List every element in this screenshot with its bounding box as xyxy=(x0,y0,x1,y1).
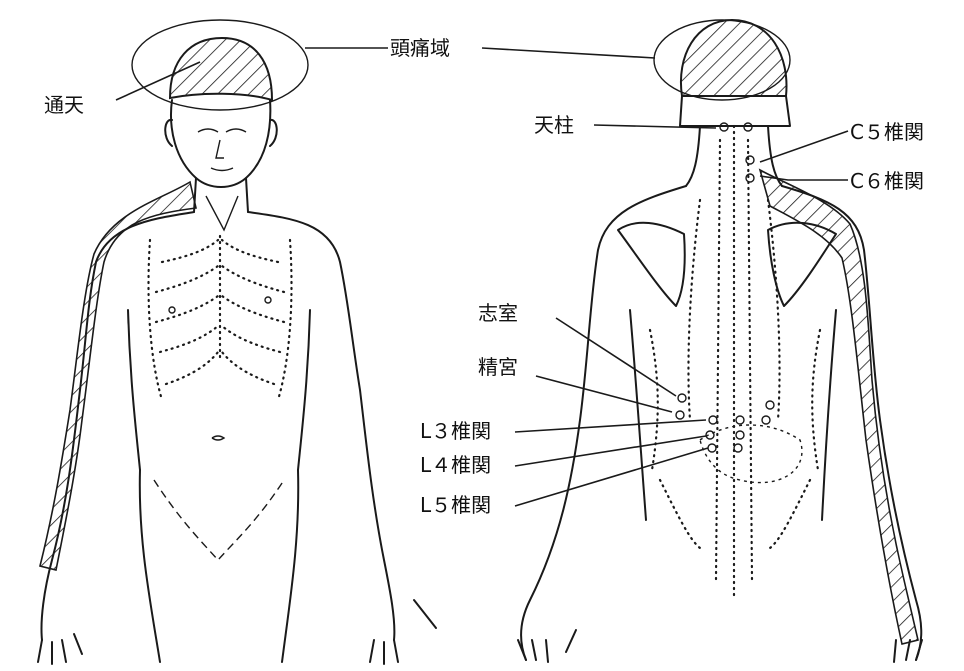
label-headache-area: 頭痛域 xyxy=(390,36,450,60)
front-torso-outline xyxy=(41,212,194,640)
label-tsuten: 通天 xyxy=(44,93,84,117)
back-hatched-arm xyxy=(760,170,918,644)
front-hatched-arm xyxy=(40,182,196,570)
label-l5: L５椎関 xyxy=(420,493,491,517)
back-figure xyxy=(518,20,922,662)
label-l3: L３椎関 xyxy=(420,419,491,443)
label-seikyu: 精宮 xyxy=(478,355,518,379)
label-l4: L４椎関 xyxy=(420,453,491,477)
label-tenchu: 天柱 xyxy=(534,113,574,137)
label-shishitsu: 志室 xyxy=(478,301,518,325)
label-c6: C６椎関 xyxy=(850,169,924,193)
front-figure xyxy=(38,20,436,664)
front-face xyxy=(171,100,270,187)
label-c5: C５椎関 xyxy=(850,120,924,144)
